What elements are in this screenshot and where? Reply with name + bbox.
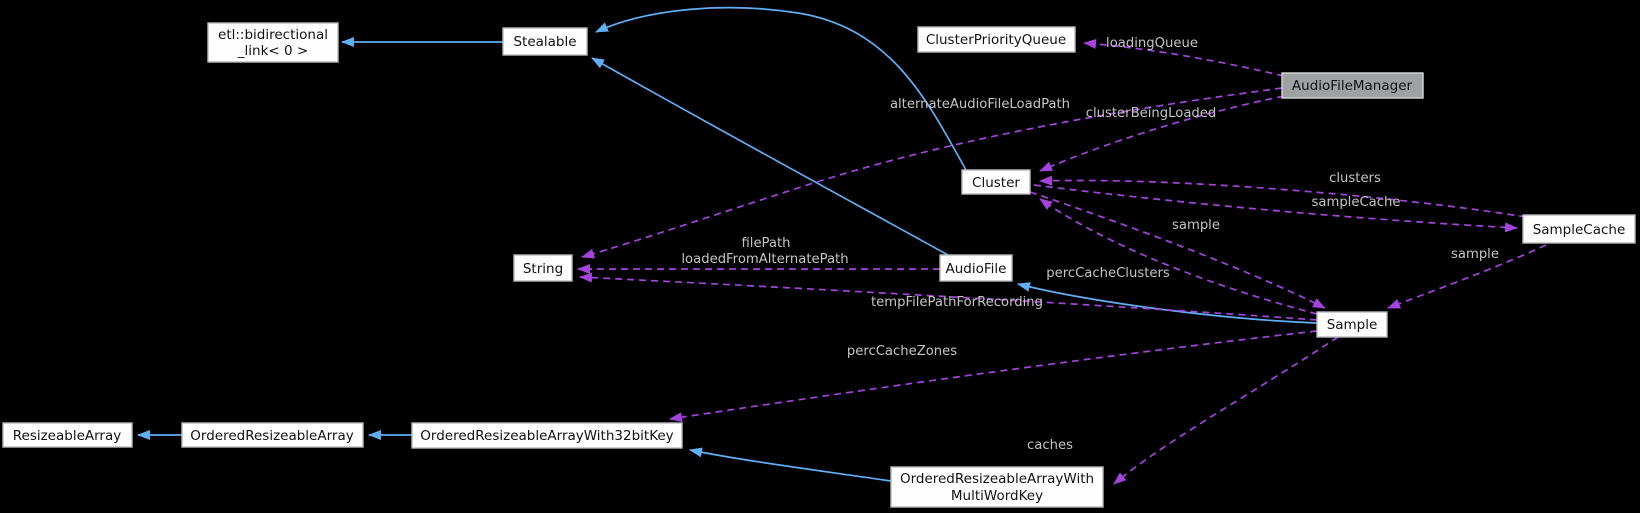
node-ordered-resizeable-array-with-32bit-key[interactable]: OrderedResizeableArrayWith32bitKey <box>411 422 683 449</box>
edge-usage-temp-file-path-for-recording <box>579 272 1318 321</box>
edge-usage-cluster-being-loaded <box>1039 95 1285 172</box>
node-stealable[interactable]: Stealable <box>502 27 588 56</box>
edge-usage-clusters <box>1039 175 1527 218</box>
edge-label-temp-file-path-for-recording: tempFilePathForRecording <box>871 295 1043 310</box>
edge-inheritance-sample-to-audio-file <box>1017 282 1318 324</box>
edge-label-sample-cache: sampleCache <box>1312 195 1401 210</box>
node-label-string: String <box>523 261 563 277</box>
edge-label-loaded-from-alternate-path: loadedFromAlternatePath <box>681 252 848 267</box>
edge-label-sample-from-cluster: sample <box>1172 218 1220 233</box>
node-label-etl-line1: etl::bidirectional <box>218 27 328 43</box>
edge-inheritance-multiwordkey-to-32bitkey <box>689 447 892 482</box>
node-label-stealable: Stealable <box>513 34 576 50</box>
edge-label-perc-cache-clusters: percCacheClusters <box>1046 266 1170 281</box>
node-label-audio-file-manager: AudioFileManager <box>1292 78 1413 94</box>
edge-usage-sample-from-sample-cache <box>1387 244 1547 309</box>
edge-usage-caches <box>1113 336 1339 485</box>
edge-label-perc-cache-zones: percCacheZones <box>847 344 957 359</box>
node-label-etl-line2: _link< 0 > <box>237 43 308 59</box>
edge-usage-perc-cache-zones <box>669 330 1318 423</box>
node-audio-file[interactable]: AudioFile <box>939 254 1013 282</box>
node-label-ordered-resizeable-array-with-32bit-key: OrderedResizeableArrayWith32bitKey <box>420 428 673 444</box>
edge-label-file-path: filePath <box>741 236 790 251</box>
edge-label-loading-queue: loadingQueue <box>1106 36 1198 51</box>
node-etl-bidirectional-link[interactable]: etl::bidirectional _link< 0 > <box>207 22 339 63</box>
node-label-cluster-priority-queue: ClusterPriorityQueue <box>926 32 1066 48</box>
node-resizeable-array[interactable]: ResizeableArray <box>2 422 133 448</box>
edge-usage-alternate-audio-file-load-path <box>581 87 1283 259</box>
edge-usage-sample-cache <box>1033 184 1518 233</box>
node-label-sample: Sample <box>1327 317 1378 333</box>
edge-label-cluster-being-loaded: clusterBeingLoaded <box>1086 106 1217 121</box>
node-audio-file-manager[interactable]: AudioFileManager <box>1281 72 1424 99</box>
edge-label-alternate-audio-file-load-path: alternateAudioFileLoadPath <box>890 97 1070 112</box>
node-label-multi-word-key-line1: OrderedResizeableArrayWith <box>900 471 1094 487</box>
node-ordered-resizeable-array[interactable]: OrderedResizeableArray <box>181 422 364 448</box>
edge-label-caches: caches <box>1027 438 1073 453</box>
node-label-ordered-resizeable-array: OrderedResizeableArray <box>190 428 353 444</box>
node-label-multi-word-key-line2: MultiWordKey <box>951 488 1043 504</box>
edge-inheritance-cluster-to-stealable <box>595 6 967 171</box>
edge-usage-perc-cache-clusters <box>1039 198 1318 315</box>
node-label-cluster: Cluster <box>972 175 1020 191</box>
node-string[interactable]: String <box>513 254 573 282</box>
node-sample-cache[interactable]: SampleCache <box>1522 214 1636 244</box>
node-sample[interactable]: Sample <box>1316 311 1388 338</box>
node-label-audio-file: AudioFile <box>946 261 1007 277</box>
node-label-sample-cache: SampleCache <box>1533 222 1626 238</box>
node-label-resizeable-array: ResizeableArray <box>13 428 122 444</box>
edge-label-sample-from-sample-cache: sample <box>1451 247 1499 262</box>
edge-usage-loading-queue <box>1083 38 1285 77</box>
edge-label-clusters: clusters <box>1329 171 1381 186</box>
node-cluster-priority-queue[interactable]: ClusterPriorityQueue <box>917 26 1076 53</box>
node-cluster[interactable]: Cluster <box>961 169 1031 195</box>
node-ordered-resizeable-array-with-multi-word-key[interactable]: OrderedResizeableArrayWith MultiWordKey <box>890 466 1104 508</box>
edge-inheritance-audio-file-to-stealable <box>591 57 949 256</box>
edge-usage-sample-from-cluster <box>1029 191 1326 309</box>
